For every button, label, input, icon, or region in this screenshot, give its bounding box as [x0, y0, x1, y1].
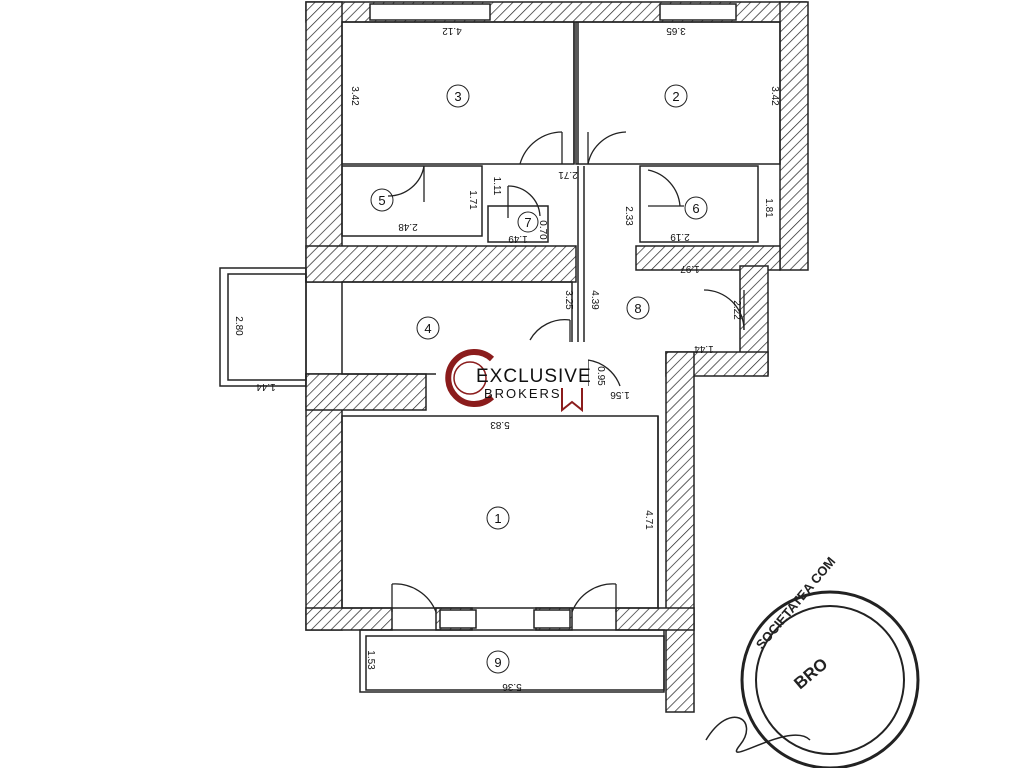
- exclusive-brokers-logo: EXCLUSIVE BROKERS: [436, 342, 592, 414]
- dimension-label: 5.36: [502, 681, 522, 692]
- dimension-label: 2.22: [731, 300, 742, 320]
- stamp: SOCIETATEA COM BRO: [705, 554, 920, 768]
- dimension-labels: 4.12 3.65 3.42 3.42 2.71 1.11 1.71 2.48 …: [233, 25, 780, 692]
- dimension-label: 1.53: [365, 650, 376, 670]
- room-5: 5: [370, 188, 394, 212]
- dimension-label: 2.19: [670, 231, 690, 242]
- dimension-label: 4.39: [589, 290, 600, 310]
- room-3: 3: [446, 84, 470, 108]
- dimension-label: 4.71: [643, 510, 654, 530]
- stamp-word: BRO: [790, 654, 831, 693]
- dimension-label: 0.70: [537, 220, 548, 240]
- signature: [705, 716, 811, 753]
- walls: [305, 1, 809, 713]
- dimension-label: 1.11: [491, 177, 502, 196]
- dimension-label: 2.33: [623, 206, 634, 226]
- dimension-label: 5.83: [490, 419, 510, 430]
- room-1: 1: [486, 506, 510, 530]
- room-number: 7: [524, 215, 531, 230]
- doors: [387, 131, 745, 613]
- dimension-label: 2.48: [398, 221, 418, 232]
- room-9: 9: [486, 650, 510, 674]
- room-number: 2: [672, 89, 679, 104]
- dimension-label: 1.81: [763, 198, 774, 218]
- dimension-label: 3.25: [563, 290, 574, 310]
- room-labels: 3 2 5 6 7 8 4 1 9: [370, 84, 708, 674]
- dimension-label: 1.44: [256, 381, 276, 392]
- dimension-label: 0.95: [595, 366, 606, 386]
- room-number: 6: [692, 201, 699, 216]
- dimension-label: 3.65: [666, 25, 686, 36]
- room-4: 4: [416, 316, 440, 340]
- dimension-label: 3.42: [769, 86, 780, 106]
- dimension-label: 4.12: [442, 25, 462, 36]
- dimension-label: 1.49: [508, 233, 528, 244]
- room-number: 8: [634, 301, 641, 316]
- room-number: 4: [424, 321, 431, 336]
- room-8: 8: [626, 296, 650, 320]
- room-number: 3: [454, 89, 461, 104]
- dimension-label: 1.44: [694, 343, 714, 354]
- dimension-label: 2.80: [233, 316, 244, 336]
- dimension-label: 2.71: [558, 169, 578, 180]
- dimension-label: 1.56: [610, 389, 630, 400]
- stamp-text: SOCIETATEA COM: [753, 554, 839, 652]
- room-number: 5: [378, 193, 385, 208]
- partitions: [219, 3, 781, 693]
- room-6: 6: [684, 196, 708, 220]
- logo-subtitle: BROKERS: [484, 386, 562, 401]
- logo-title: EXCLUSIVE: [476, 366, 592, 387]
- room-number: 9: [494, 655, 501, 670]
- dimension-label: 1.97: [680, 263, 700, 274]
- room-number: 1: [494, 511, 501, 526]
- room-2: 2: [664, 84, 688, 108]
- room-7: 7: [517, 211, 539, 233]
- dimension-label: 3.42: [349, 86, 360, 106]
- dimension-label: 1.71: [467, 190, 478, 210]
